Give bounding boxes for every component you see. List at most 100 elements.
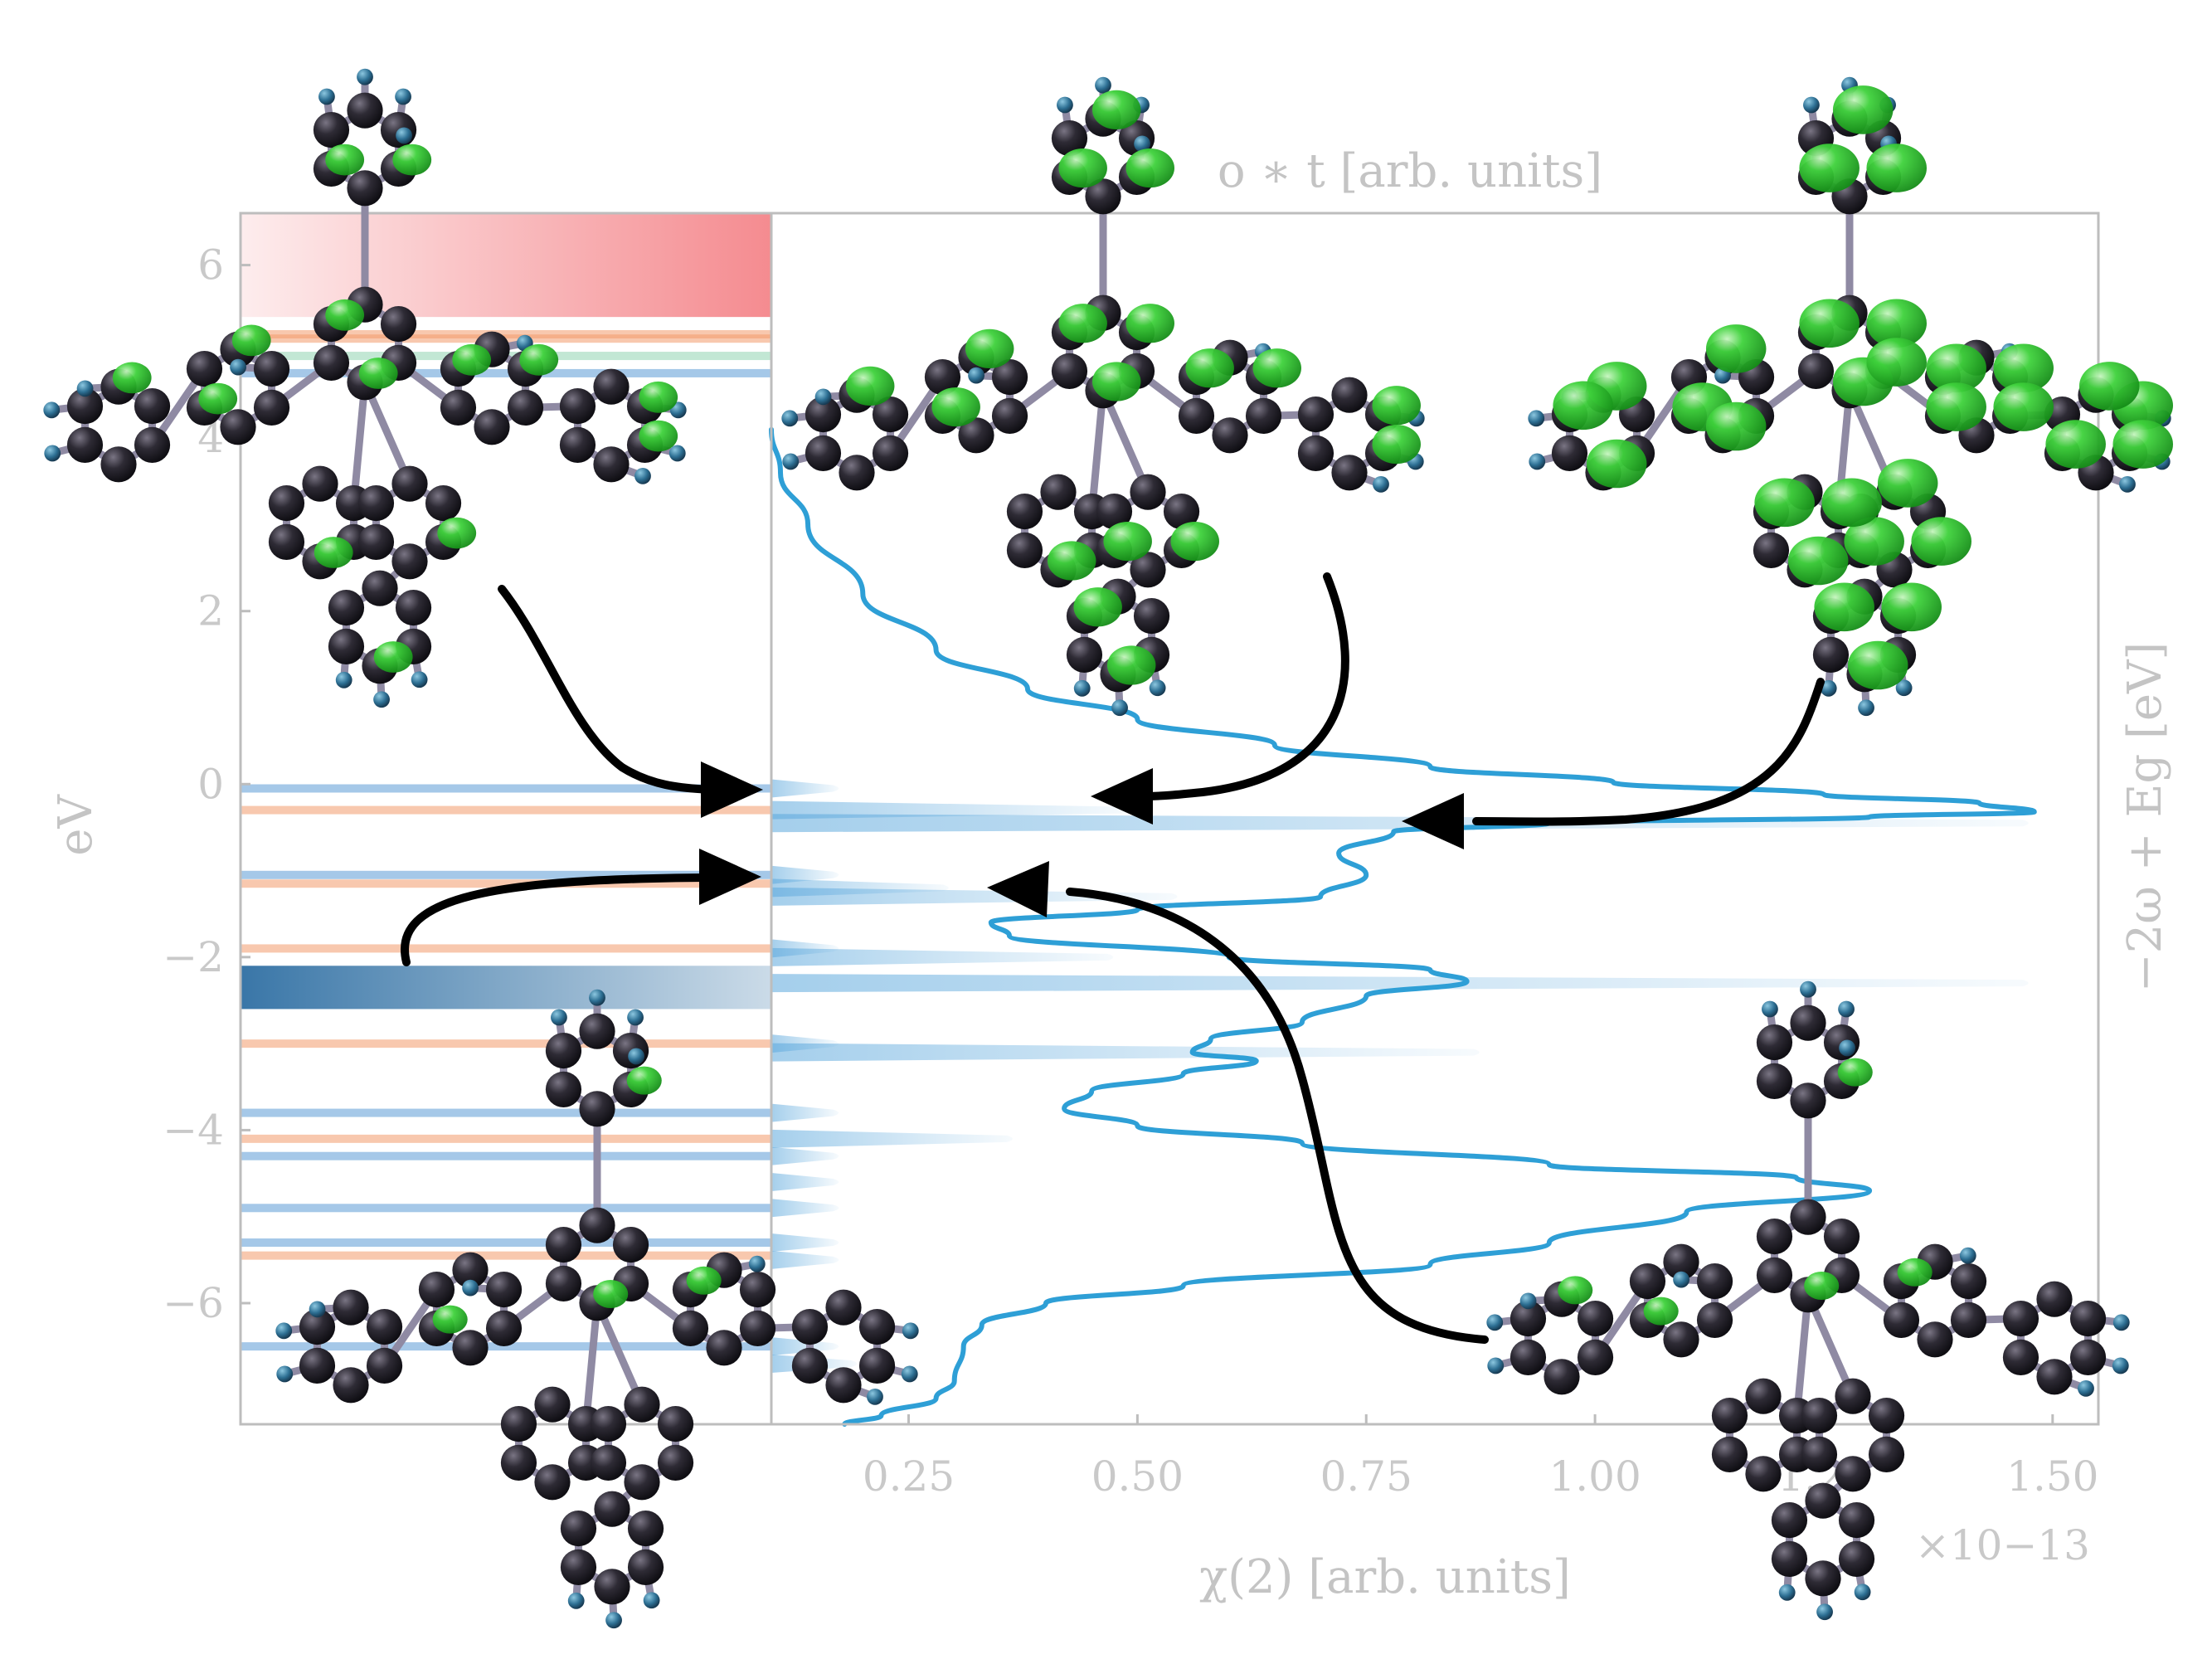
molecule-model <box>275 989 919 1629</box>
orbital-lobe <box>1877 459 1938 508</box>
carbon-atom <box>1245 397 1282 434</box>
x-tick-label: 0.25 <box>863 1452 955 1501</box>
carbon-atom <box>313 112 350 148</box>
carbon-atom <box>1745 1378 1782 1414</box>
hydrogen-atom <box>2078 1379 2094 1397</box>
band-unoccupied <box>241 213 771 318</box>
carbon-atom <box>805 435 842 472</box>
carbon-atom <box>1577 1339 1614 1375</box>
carbon-atom <box>1051 353 1088 389</box>
orbital-lobe <box>931 387 980 427</box>
carbon-atom <box>739 1272 776 1308</box>
carbon-atom <box>1331 455 1368 491</box>
carbon-atom <box>545 1033 582 1069</box>
carbon-atom <box>186 351 223 387</box>
hydrogen-atom <box>43 401 61 419</box>
orbital-lobe <box>519 343 559 376</box>
hydrogen-atom <box>2119 475 2136 493</box>
carbon-atom <box>627 1549 664 1585</box>
carbon-atom <box>590 1406 627 1443</box>
bond <box>1099 387 1152 496</box>
carbon-atom <box>594 1491 630 1527</box>
carbon-atom <box>2069 1301 2107 1337</box>
carbon-atom <box>1835 1456 1871 1492</box>
carbon-atom <box>313 344 350 381</box>
orbital-lobe <box>1047 541 1096 581</box>
carbon-atom <box>299 1347 336 1384</box>
carbon-atom <box>1805 1560 1841 1597</box>
hydrogen-atom <box>395 88 411 105</box>
hydrogen-atom <box>1803 96 1820 114</box>
carbon-atom <box>627 1511 664 1547</box>
carbon-atom <box>624 1386 660 1423</box>
spectrum-bar <box>771 947 1114 966</box>
orbital-lobe <box>1787 536 1849 586</box>
hydrogen-atom <box>2112 1314 2130 1331</box>
carbon-atom <box>391 465 428 502</box>
carbon-atom <box>1756 1257 1793 1293</box>
carbon-atom <box>1130 474 1166 510</box>
carbon-atom <box>1868 1398 1905 1434</box>
orbital-lobe <box>965 328 1014 369</box>
y-tick-label: −6 <box>163 1279 224 1327</box>
orbital-lobe <box>325 144 365 176</box>
orbital-lobe <box>626 1066 662 1095</box>
hydrogen-atom <box>1854 1584 1871 1601</box>
x-axis-label: χ(2) [arb. units] <box>1199 1550 1571 1604</box>
hydrogen-atom <box>1800 980 1816 998</box>
carbon-atom <box>825 1367 862 1404</box>
carbon-atom <box>579 1013 615 1049</box>
spectrum-line <box>769 426 2037 1427</box>
carbon-atom <box>418 1272 455 1308</box>
carbon-atom <box>347 170 383 207</box>
orbital-lobe <box>639 420 678 452</box>
hydrogen-atom <box>1134 135 1150 153</box>
hydrogen-atom <box>902 1322 919 1340</box>
carbon-atom <box>579 1091 615 1127</box>
carbon-atom <box>1331 377 1368 413</box>
orbital-lobe <box>1866 338 1927 387</box>
orbital-lobe <box>1911 517 1971 566</box>
molecule-renderings <box>43 68 2173 1629</box>
carbon-atom <box>1510 1301 1547 1337</box>
x-tick-label: 1.50 <box>2006 1452 2098 1501</box>
carbon-atom <box>1711 1436 1748 1472</box>
carbon-atom <box>1753 532 1790 569</box>
carbon-atom <box>612 1227 649 1263</box>
carbon-atom <box>1096 494 1133 530</box>
orbital-lobe <box>358 358 398 389</box>
carbon-atom <box>991 359 1028 396</box>
orbital-lobe <box>198 382 238 415</box>
orbital-lobe <box>1832 85 1894 134</box>
energy-level <box>241 1134 771 1143</box>
carbon-atom <box>872 397 909 433</box>
bond <box>1804 1291 1857 1400</box>
carbon-atom <box>1868 1436 1905 1472</box>
orbital-lobe <box>1804 1271 1840 1301</box>
orbital-lobe <box>432 1305 468 1334</box>
spectrum-bar <box>771 1129 1013 1148</box>
spectrum-bar <box>771 974 2029 993</box>
orbital-lobe <box>1558 1276 1593 1305</box>
carbon-atom <box>657 1444 694 1481</box>
orbital-lobe <box>1799 144 1860 192</box>
orbital-lobe <box>1058 304 1107 343</box>
carbon-atom <box>134 388 171 425</box>
hydrogen-atom <box>44 445 61 462</box>
orbital-lobe <box>1125 304 1174 343</box>
carbon-atom <box>1745 1456 1782 1492</box>
hydrogen-atom <box>230 358 246 376</box>
energy-level <box>241 879 771 888</box>
carbon-atom <box>1711 1398 1748 1434</box>
carbon-atom <box>1756 1063 1793 1099</box>
carbon-atom <box>1133 598 1170 635</box>
arrowhead-3 <box>1091 768 1153 825</box>
hydrogen-atom <box>309 1301 326 1318</box>
y-tick-label: 0 <box>197 760 224 808</box>
molecule-model <box>781 76 1425 717</box>
spectrum-bar <box>771 1043 1480 1062</box>
orbital-lobe <box>1553 381 1613 431</box>
carbon-atom <box>362 570 398 606</box>
